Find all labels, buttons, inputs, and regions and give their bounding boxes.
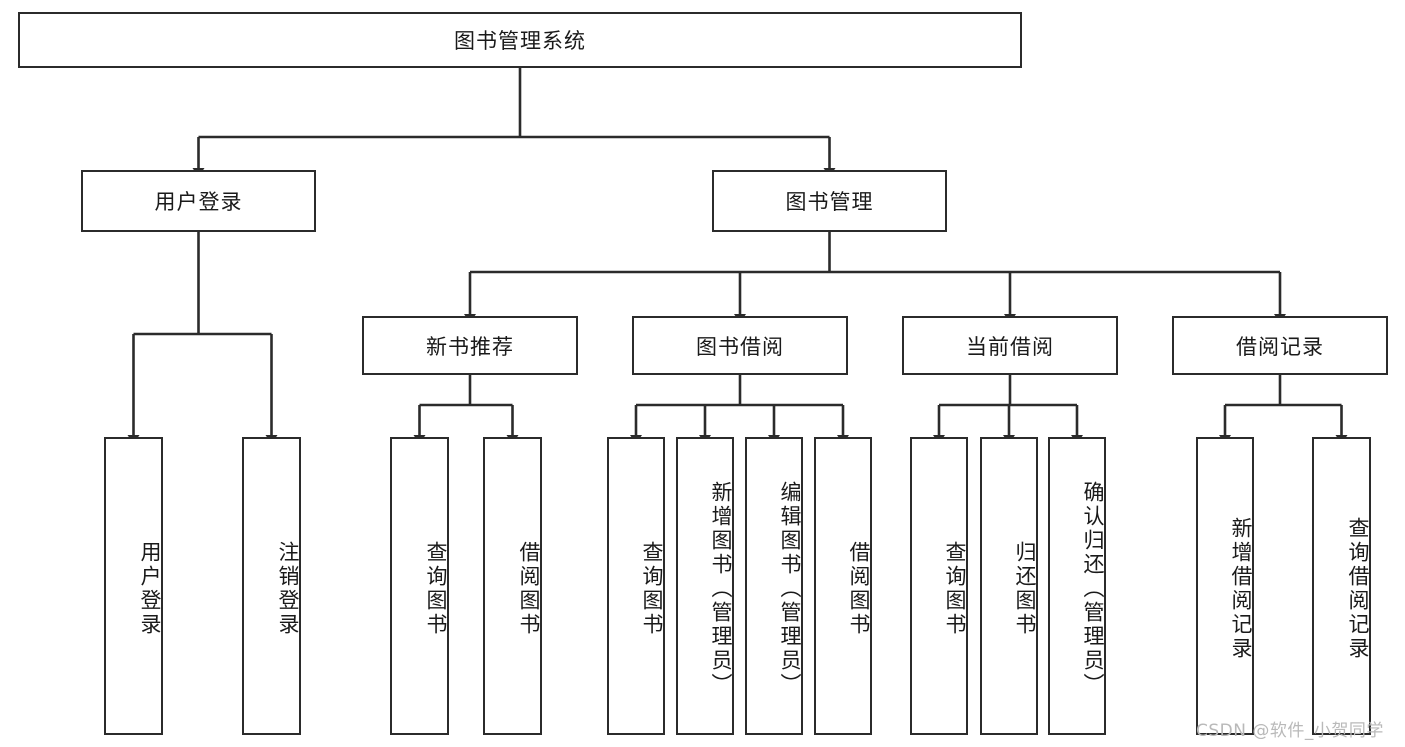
node-label: 图书管理系统 (454, 29, 586, 53)
node-leaf-query-book-current[interactable]: 查询图书 (910, 437, 968, 735)
node-book-manage[interactable]: 图书管理 (712, 170, 947, 232)
node-label: 借阅图书 (517, 541, 541, 637)
node-new-book-recommend[interactable]: 新书推荐 (362, 316, 578, 375)
node-leaf-user-login[interactable]: 用户登录 (104, 437, 163, 735)
node-label: 图书管理 (785, 190, 874, 214)
node-label: 当前借阅 (966, 334, 1054, 359)
node-label: 归还图书 (1013, 541, 1037, 637)
node-current-borrow[interactable]: 当前借阅 (902, 316, 1118, 375)
node-label: 新增图书（管理员） (709, 481, 733, 697)
node-label: 查询图书 (424, 541, 448, 637)
node-leaf-add-borrow-record[interactable]: 新增借阅记录 (1196, 437, 1254, 735)
node-leaf-borrow-book-rec[interactable]: 借阅图书 (483, 437, 542, 735)
node-label: 确认归还（管理员） (1081, 481, 1105, 697)
node-leaf-confirm-return-admin[interactable]: 确认归还（管理员） (1048, 437, 1106, 735)
node-label: 用户登录 (138, 541, 162, 637)
node-label: 用户登录 (154, 190, 243, 214)
node-label: 查询借阅记录 (1346, 517, 1370, 661)
node-user-login[interactable]: 用户登录 (81, 170, 316, 232)
node-book-borrow[interactable]: 图书借阅 (632, 316, 848, 375)
node-label: 新增借阅记录 (1229, 517, 1253, 661)
node-leaf-query-borrow-record[interactable]: 查询借阅记录 (1312, 437, 1371, 735)
csdn-watermark: CSDN @软件_小贺同学 (1196, 721, 1384, 741)
node-label: 借阅记录 (1236, 334, 1324, 359)
node-label: 新书推荐 (426, 334, 514, 359)
node-leaf-query-book-rec[interactable]: 查询图书 (390, 437, 449, 735)
node-label: 编辑图书（管理员） (778, 481, 802, 697)
node-label: 查询图书 (640, 541, 664, 637)
node-borrow-record[interactable]: 借阅记录 (1172, 316, 1388, 375)
node-label: 借阅图书 (847, 541, 871, 637)
node-leaf-edit-book-admin[interactable]: 编辑图书（管理员） (745, 437, 803, 735)
node-leaf-query-book-borrow[interactable]: 查询图书 (607, 437, 665, 735)
node-label: 查询图书 (943, 541, 967, 637)
node-leaf-return-book[interactable]: 归还图书 (980, 437, 1038, 735)
node-root[interactable]: 图书管理系统 (18, 12, 1022, 68)
node-label: 注销登录 (276, 541, 300, 637)
node-leaf-borrow-book[interactable]: 借阅图书 (814, 437, 872, 735)
node-leaf-user-logout[interactable]: 注销登录 (242, 437, 301, 735)
node-label: 图书借阅 (696, 334, 784, 359)
node-leaf-add-book-admin[interactable]: 新增图书（管理员） (676, 437, 734, 735)
